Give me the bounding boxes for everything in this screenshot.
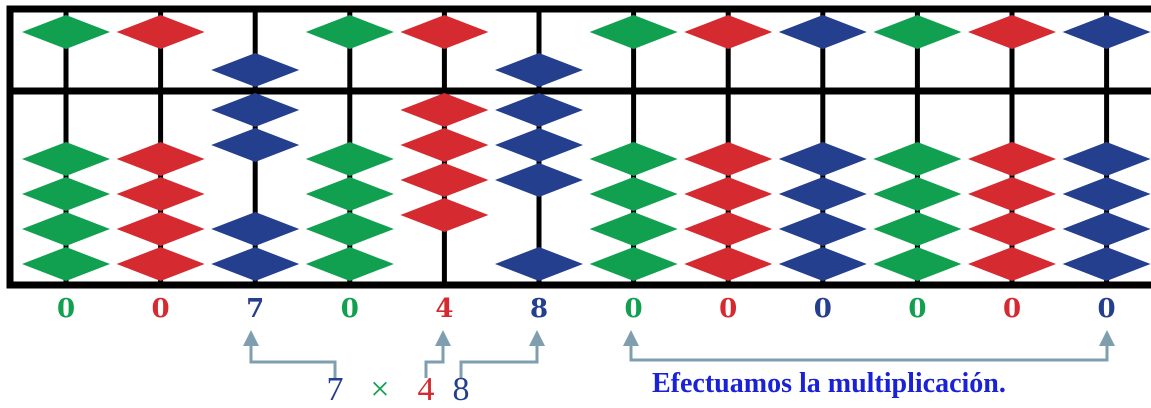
- earth-bead: [306, 177, 394, 211]
- earth-bead: [22, 247, 110, 281]
- arrow-head-7: [243, 330, 259, 346]
- earth-bead: [117, 177, 205, 211]
- earth-bead: [968, 212, 1056, 246]
- earth-bead: [873, 142, 961, 176]
- earth-bead: [968, 142, 1056, 176]
- abacus-frame: [10, 9, 1151, 285]
- heaven-bead: [22, 15, 110, 49]
- earth-bead: [400, 163, 488, 197]
- expression-right: 4: [418, 371, 435, 408]
- abacus-border: [10, 9, 1151, 285]
- caption: Efectuamos la multiplicación.: [652, 368, 1006, 400]
- earth-bead: [306, 142, 394, 176]
- digit-readout: 0 0 7 0 4 8 0 0 0 0 0 0: [57, 294, 1116, 324]
- expression: 7 × 4 8: [327, 371, 470, 408]
- earth-bead: [1063, 212, 1151, 246]
- expression-left: 7: [327, 371, 344, 408]
- earth-bead: [590, 142, 678, 176]
- rod-digit: 0: [719, 294, 737, 324]
- earth-bead: [873, 212, 961, 246]
- rod-digit: 0: [1003, 294, 1021, 324]
- earth-bead: [1063, 247, 1151, 281]
- span-arrow-left: [623, 330, 639, 346]
- rod-digit: 0: [908, 294, 926, 324]
- rod-digit: 4: [435, 294, 453, 324]
- earth-bead: [495, 93, 583, 127]
- rod-digit: 0: [625, 294, 643, 324]
- earth-bead: [211, 93, 299, 127]
- earth-bead: [22, 177, 110, 211]
- expression-operator: ×: [370, 371, 389, 408]
- heaven-bead: [873, 15, 961, 49]
- earth-bead: [400, 93, 488, 127]
- heaven-bead: [211, 53, 299, 87]
- earth-bead: [211, 212, 299, 246]
- earth-bead: [117, 142, 205, 176]
- earth-bead: [590, 247, 678, 281]
- heaven-bead: [306, 15, 394, 49]
- earth-bead: [968, 177, 1056, 211]
- earth-bead: [495, 163, 583, 197]
- earth-bead: [22, 142, 110, 176]
- heaven-bead: [1063, 15, 1151, 49]
- earth-bead: [590, 177, 678, 211]
- earth-bead: [779, 177, 867, 211]
- earth-bead: [495, 247, 583, 281]
- earth-bead: [306, 247, 394, 281]
- earth-bead: [684, 212, 772, 246]
- earth-bead: [306, 212, 394, 246]
- earth-bead: [117, 212, 205, 246]
- beads: [22, 15, 1151, 281]
- earth-bead: [400, 128, 488, 162]
- heaven-bead: [495, 53, 583, 87]
- arrow-head-4: [435, 330, 451, 346]
- earth-bead: [684, 142, 772, 176]
- rod-digit: 7: [246, 294, 264, 324]
- earth-bead: [1063, 177, 1151, 211]
- heaven-bead: [779, 15, 867, 49]
- earth-bead: [779, 142, 867, 176]
- earth-bead: [873, 247, 961, 281]
- span-line: [631, 342, 1107, 360]
- rod-digit: 0: [1098, 294, 1116, 324]
- earth-bead: [968, 247, 1056, 281]
- earth-bead: [779, 212, 867, 246]
- bracket-8: [461, 342, 537, 378]
- rod-digit: 8: [530, 294, 548, 324]
- rod-digit: 0: [814, 294, 832, 324]
- heaven-bead: [684, 15, 772, 49]
- earth-bead: [211, 247, 299, 281]
- earth-bead: [495, 128, 583, 162]
- earth-bead: [117, 247, 205, 281]
- earth-bead: [684, 177, 772, 211]
- span-arrow-right: [1099, 330, 1115, 346]
- arrow-head-8: [529, 330, 545, 346]
- rod-digit: 0: [341, 294, 359, 324]
- heaven-bead: [968, 15, 1056, 49]
- rod-digit: 0: [152, 294, 170, 324]
- earth-bead: [684, 247, 772, 281]
- earth-bead: [779, 247, 867, 281]
- bracket-7: [251, 342, 335, 378]
- earth-bead: [400, 198, 488, 232]
- heaven-bead: [400, 15, 488, 49]
- heaven-bead: [590, 15, 678, 49]
- earth-bead: [22, 212, 110, 246]
- earth-bead: [873, 177, 961, 211]
- expression-third: 8: [453, 371, 470, 408]
- heaven-bead: [117, 15, 205, 49]
- earth-bead: [1063, 142, 1151, 176]
- earth-bead: [590, 212, 678, 246]
- earth-bead: [211, 128, 299, 162]
- rod-digit: 0: [57, 294, 75, 324]
